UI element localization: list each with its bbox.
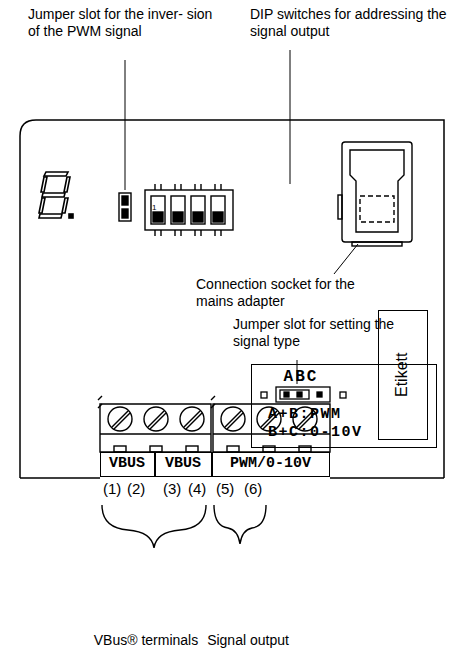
terminal-number: (2) — [127, 480, 145, 498]
label-sticker: Etikett — [378, 310, 428, 440]
callout-text: Jumper slot for setting the signal type — [233, 316, 398, 350]
callout-text: Jumper slot for the inver- sion of the P… — [28, 6, 216, 40]
node-text: VBUS — [109, 456, 145, 473]
node-text: PWM/0-10V — [230, 456, 311, 473]
jumper-slot — [119, 193, 131, 221]
terminal-number: (3) — [163, 480, 181, 498]
switch-number: 1 — [152, 203, 162, 213]
board-outline — [20, 120, 444, 478]
node-text: B+C:0-10V — [268, 425, 363, 442]
callout-text: DIP switches for addressing the signal o… — [250, 6, 450, 40]
node-text: Etikett — [394, 352, 412, 396]
terminal-number: (5) — [216, 480, 234, 498]
terminal-number: (1) — [103, 480, 121, 498]
jumper-legend-box: ABC A+B:PWMB+C:0-10V — [251, 364, 437, 448]
seven-segment-display — [39, 172, 73, 218]
board-edge — [20, 477, 444, 479]
group-label: VBus® terminals — [94, 632, 198, 649]
dip-switch — [145, 184, 233, 236]
terminal-label: PWM/0-10V — [212, 452, 330, 477]
leader-line — [290, 50, 291, 184]
brace — [102, 505, 266, 548]
terminal-number: (4) — [188, 480, 206, 498]
terminal-label: VBUS — [100, 452, 155, 477]
leader-line — [125, 60, 126, 190]
callout-text: Connection socket for the mains adapter — [196, 276, 361, 310]
terminal-number: (6) — [244, 480, 262, 498]
terminal-label: VBUS — [155, 452, 212, 477]
node-text: ABC — [284, 369, 319, 387]
signal-jumper — [261, 387, 346, 402]
node-text: VBUS — [165, 456, 201, 473]
terminal-block — [98, 396, 330, 452]
group-label: Signal output — [207, 632, 289, 649]
node-text: A+B:PWM — [268, 407, 342, 424]
leader-line — [334, 244, 358, 274]
mains-socket — [338, 142, 412, 246]
